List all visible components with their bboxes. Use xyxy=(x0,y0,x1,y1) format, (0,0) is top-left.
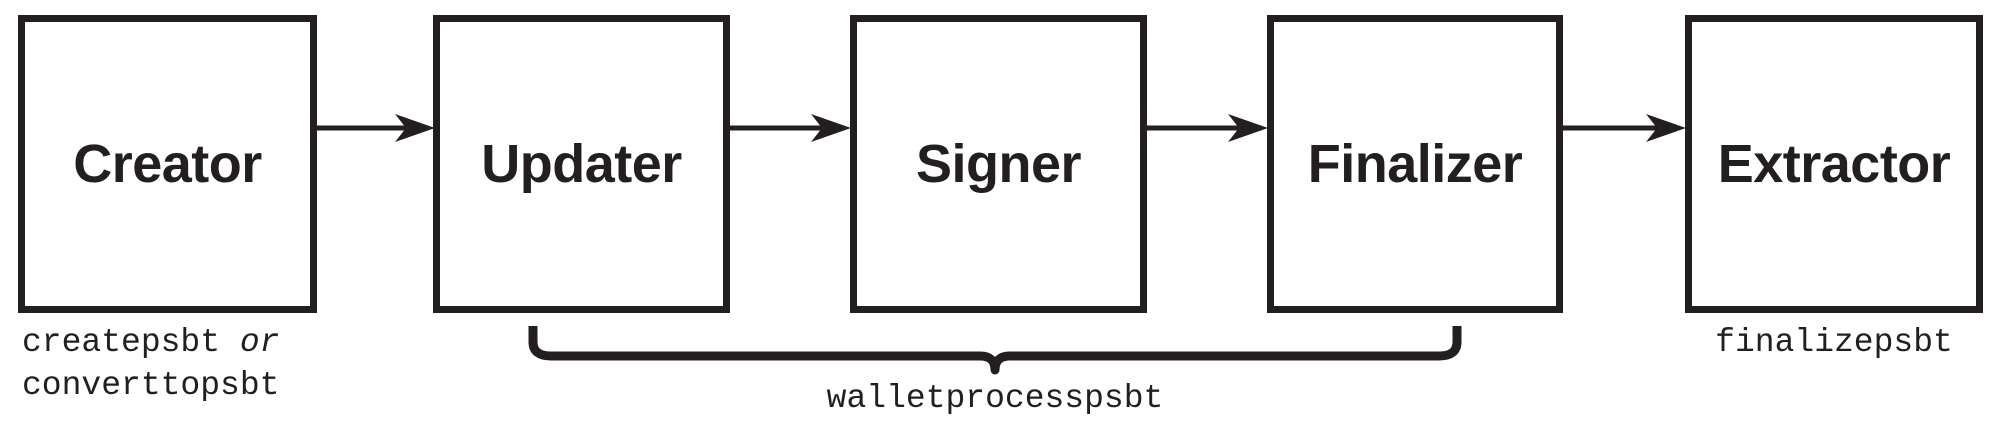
creator-command-line1: createpsbt or xyxy=(22,322,279,365)
creator-command-label: createpsbt or converttopsbt xyxy=(22,322,279,408)
role-box-updater[interactable]: Updater xyxy=(433,15,730,313)
role-box-creator[interactable]: Creator xyxy=(18,15,317,313)
role-box-extractor-label: Extractor xyxy=(1717,134,1951,194)
extractor-command-label: finalizepsbt xyxy=(1715,324,1953,361)
role-box-extractor[interactable]: Extractor xyxy=(1685,15,1983,313)
role-box-signer-label: Signer xyxy=(915,134,1082,194)
role-box-updater-label: Updater xyxy=(481,134,682,194)
arrow-creator-to-updater xyxy=(317,114,435,142)
grouping-brace xyxy=(528,326,1462,375)
arrow-signer-to-finalizer xyxy=(1147,114,1268,142)
role-box-signer[interactable]: Signer xyxy=(850,15,1147,313)
brace-command-label: walletprocesspsbt xyxy=(826,380,1164,417)
role-box-finalizer[interactable]: Finalizer xyxy=(1267,15,1563,313)
role-box-creator-label: Creator xyxy=(73,134,262,194)
arrow-finalizer-to-extractor xyxy=(1563,114,1686,142)
role-box-finalizer-label: Finalizer xyxy=(1307,134,1523,194)
creator-command-line2: converttopsbt xyxy=(22,366,280,404)
creator-command-primary: createpsbt xyxy=(22,324,221,361)
arrow-updater-to-signer xyxy=(730,114,851,142)
creator-command-or: or xyxy=(239,324,280,361)
